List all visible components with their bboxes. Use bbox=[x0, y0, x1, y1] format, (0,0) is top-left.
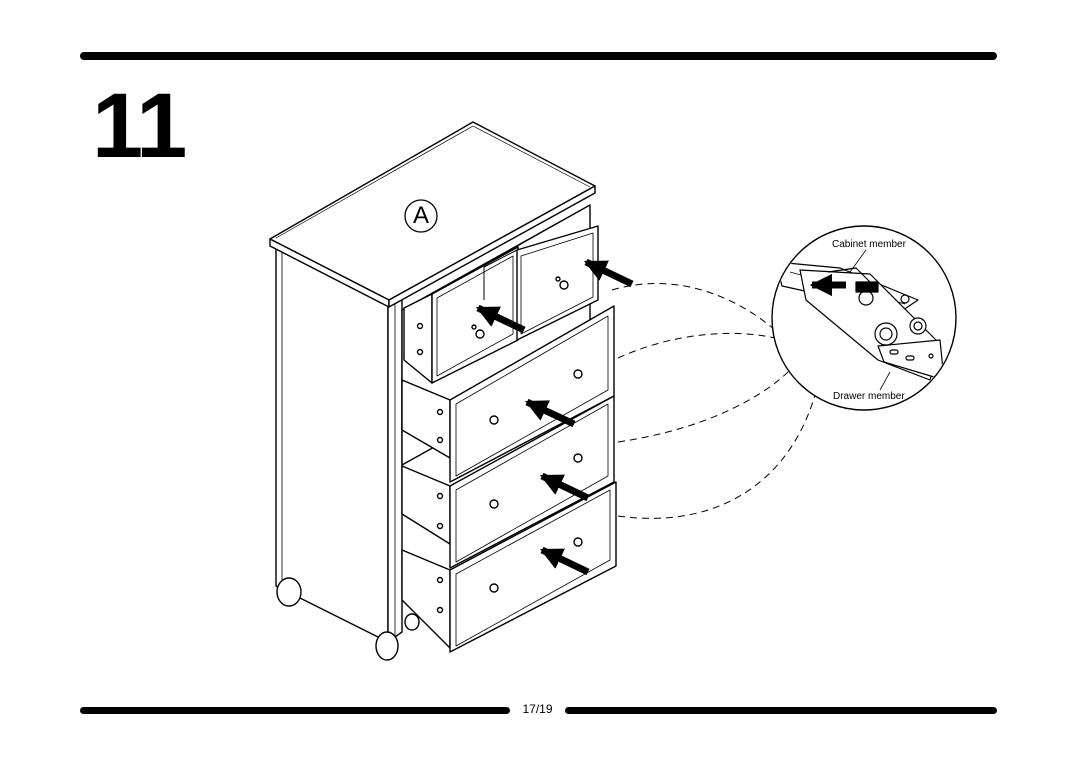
cabinet-foot-front bbox=[375, 631, 399, 661]
cabinet-member-label: Cabinet member bbox=[832, 239, 906, 250]
part-a-circle bbox=[404, 199, 438, 233]
cabinet-foot-left bbox=[276, 577, 302, 607]
arrow-drawer-top-right bbox=[583, 258, 634, 288]
drawer-member-label: Drawer member bbox=[833, 391, 905, 402]
arrow-drawer-top-left bbox=[475, 304, 526, 334]
slide-detail-callout bbox=[771, 225, 957, 411]
callout-leaders bbox=[611, 283, 816, 519]
insertion-arrows bbox=[475, 258, 634, 576]
step-number: 11 bbox=[92, 75, 187, 177]
top-rule bbox=[80, 52, 997, 60]
arrow-drawer-large-2 bbox=[539, 472, 590, 502]
drawer-large-1 bbox=[401, 305, 615, 483]
drawer-large-2 bbox=[401, 395, 615, 569]
page-counter: 17/19 bbox=[522, 702, 553, 716]
arrow-drawer-large-3 bbox=[539, 546, 590, 576]
bottom-rule-left bbox=[80, 707, 510, 714]
bottom-rule-right bbox=[565, 707, 997, 714]
drawer-top-right bbox=[483, 225, 599, 341]
cabinet-foot-right bbox=[404, 613, 420, 631]
part-label: A bbox=[412, 202, 429, 229]
drawer-top-left bbox=[403, 246, 519, 384]
arrow-drawer-large-1 bbox=[524, 398, 576, 428]
drawer-large-3 bbox=[401, 481, 617, 653]
